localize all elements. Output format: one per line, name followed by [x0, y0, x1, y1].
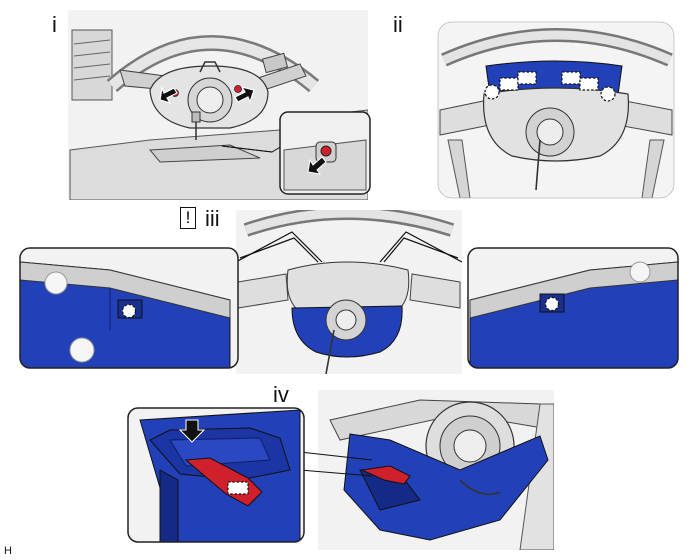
warning-icon: !: [180, 207, 196, 229]
panel-ii-steering-wheel-rear: [438, 22, 674, 198]
panel-iii-inset-right-clip: [468, 248, 678, 368]
step-label-i: i: [52, 12, 57, 37]
panel-iii-inset-left-clip: [20, 248, 238, 368]
panel-i-inset-clip-detail: [279, 111, 371, 195]
clip-location-marker: [484, 71, 616, 102]
arrow-icon: [178, 419, 206, 443]
panel-iii-lower-cover: [236, 210, 462, 374]
panel-iv-lower-cover-removal: [318, 390, 554, 550]
step-label-iv: iv: [273, 382, 289, 407]
arrow-icon: [159, 85, 255, 105]
clip-location-marker: [121, 303, 137, 319]
step-label-ii: ii: [393, 12, 403, 37]
illustration-code: H: [4, 545, 12, 557]
step-label-iii: iii: [205, 206, 220, 231]
clip-right-marker: [234, 85, 242, 93]
arrow-icon: [307, 156, 327, 175]
clip-location-marker: [227, 481, 249, 495]
clip-location-marker: [544, 296, 560, 312]
panel-iv-inset-connector: [128, 408, 304, 542]
